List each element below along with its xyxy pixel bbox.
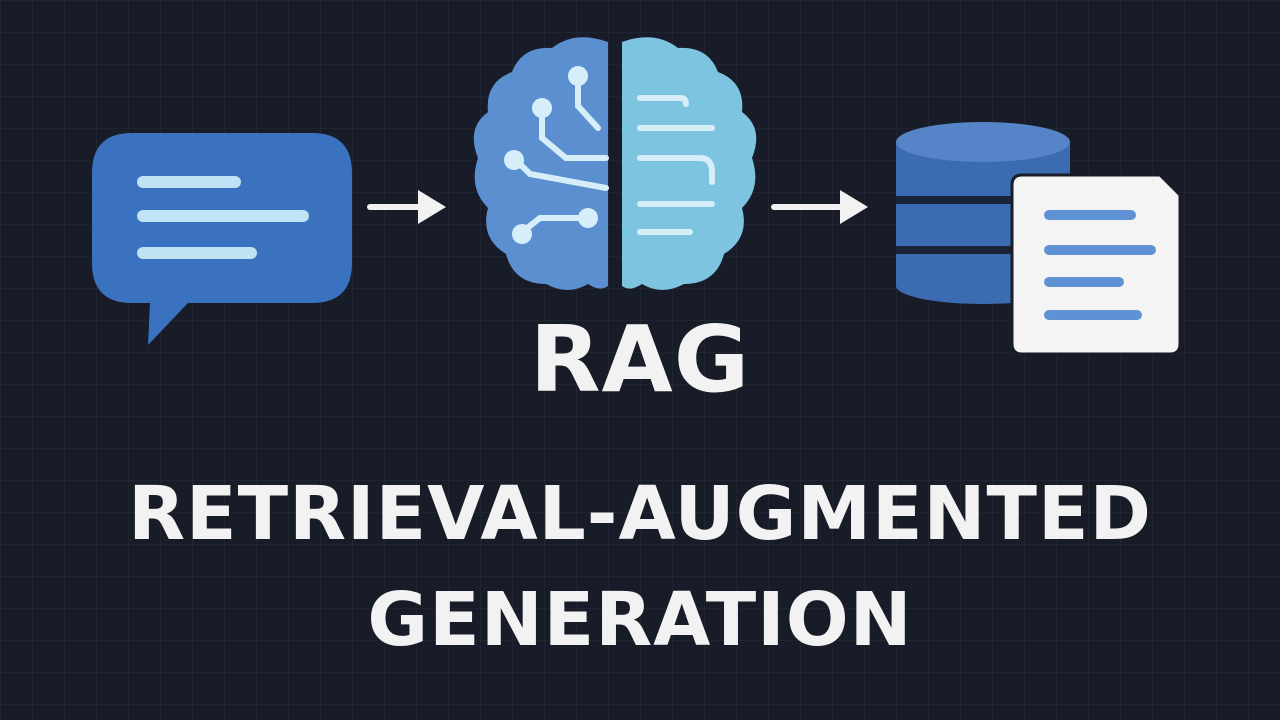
database-icon xyxy=(896,122,1070,304)
subtitle-line-1: RETRIEVAL-AUGMENTED xyxy=(128,471,1152,557)
chat-bubble-icon xyxy=(92,133,352,345)
arrow-right-icon xyxy=(367,190,446,224)
subtitle-line-2: GENERATION xyxy=(367,577,913,663)
arrow-right-icon xyxy=(771,190,868,224)
brain-circuit-icon xyxy=(473,37,757,291)
document-icon xyxy=(1010,173,1182,356)
acronym-title: RAG xyxy=(529,306,751,413)
